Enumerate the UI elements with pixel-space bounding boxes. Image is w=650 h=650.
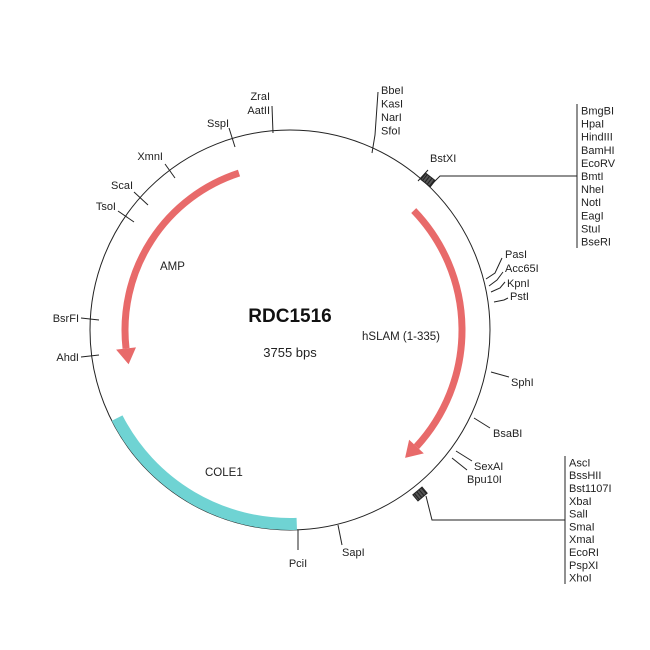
- site-tick-xmni: [164, 163, 176, 179]
- site-tick-bpu10i: [451, 457, 468, 471]
- site-label-sspi[interactable]: SspI: [207, 118, 229, 130]
- site-label-stui[interactable]: StuI: [581, 223, 601, 235]
- site-label-bpu10i[interactable]: Bpu10I: [467, 474, 502, 486]
- site-label-bsabi[interactable]: BsaBI: [493, 428, 522, 440]
- site-label-pasi[interactable]: PasI: [505, 249, 527, 261]
- site-label-scai[interactable]: ScaI: [111, 180, 133, 192]
- site-label-kpni[interactable]: KpnI: [507, 278, 530, 290]
- mcs_cluster_2-leader: [425, 495, 565, 521]
- site-label-bmti[interactable]: BmtI: [581, 171, 604, 183]
- site-label-hindiii[interactable]: HindIII: [581, 132, 613, 144]
- site-label-bstxi[interactable]: BstXI: [430, 153, 456, 165]
- site-label-aatii[interactable]: AatII: [247, 105, 270, 117]
- amp-arrow: [121, 169, 241, 349]
- site-label-pspxi[interactable]: PspXI: [569, 560, 598, 572]
- site-tick-pasi: [485, 257, 503, 280]
- site-label-sphi[interactable]: SphI: [511, 377, 534, 389]
- plasmid-name: RDC1516: [248, 306, 331, 327]
- site-label-sali[interactable]: SalI: [569, 509, 588, 521]
- site-label-xmai[interactable]: XmaI: [569, 534, 595, 546]
- site-tick-ahdi: [80, 354, 100, 358]
- site-label-sfoi[interactable]: SfoI: [381, 126, 401, 138]
- mcs_cluster_1-marker: [420, 172, 436, 188]
- site-label-kasi[interactable]: KasI: [381, 99, 403, 111]
- site-tick-kpni: [490, 281, 506, 293]
- feature-label-cole1: COLE1: [205, 467, 243, 479]
- site-tick-acc65i: [488, 271, 504, 287]
- mcs_cluster_2-marker: [412, 486, 428, 502]
- site-label-eagi[interactable]: EagI: [581, 210, 604, 222]
- hslam-arrow-head: [405, 439, 424, 458]
- site-label-bsrfi[interactable]: BsrFI: [53, 313, 79, 325]
- site-label-bsshii[interactable]: BssHII: [569, 470, 601, 482]
- site-tick-sexai: [455, 450, 473, 462]
- site-label-zrai[interactable]: ZraI: [250, 91, 270, 103]
- site-tick-sapi: [337, 524, 343, 546]
- site-label-bbei[interactable]: BbeI: [381, 85, 404, 97]
- hslam-arrow: [411, 208, 466, 449]
- site-label-sapi[interactable]: SapI: [342, 547, 365, 559]
- site-tick-group-top: [371, 91, 379, 154]
- site-label-nari[interactable]: NarI: [381, 112, 402, 124]
- plasmid-size: 3755 bps: [263, 345, 317, 360]
- site-tick-bstxi: [417, 169, 429, 182]
- feature-label-amp: AMP: [160, 261, 185, 273]
- site-label-tsoi[interactable]: TsoI: [96, 201, 116, 213]
- site-tick-sspi: [228, 127, 236, 148]
- mcs_cluster_1-leader: [433, 175, 577, 183]
- site-label-xhoi[interactable]: XhoI: [569, 573, 592, 585]
- amp-arrow-head: [116, 347, 136, 365]
- site-label-ahdi[interactable]: AhdI: [56, 352, 79, 364]
- site-tick-scai: [133, 191, 149, 206]
- site-label-xmni[interactable]: XmnI: [137, 151, 163, 163]
- site-tick-psti: [493, 297, 509, 303]
- feature-label-hslam: hSLAM (1-335): [362, 331, 440, 343]
- site-label-bseri[interactable]: BseRI: [581, 236, 611, 248]
- site-label-sexai[interactable]: SexAI: [474, 461, 503, 473]
- site-label-hpai[interactable]: HpaI: [581, 119, 604, 131]
- site-tick-tsoi: [117, 210, 135, 223]
- site-label-acc65i[interactable]: Acc65I: [505, 263, 539, 275]
- site-label-xbai[interactable]: XbaI: [569, 496, 592, 508]
- site-label-pcii[interactable]: PciI: [289, 558, 307, 570]
- site-label-psti[interactable]: PstI: [510, 291, 529, 303]
- cole1-band: [111, 415, 297, 530]
- site-label-asci[interactable]: AscI: [569, 457, 590, 469]
- site-label-ecori[interactable]: EcoRI: [569, 547, 599, 559]
- site-label-bmgbi[interactable]: BmgBI: [581, 106, 614, 118]
- site-label-bst1107i[interactable]: Bst1107I: [569, 483, 612, 495]
- site-label-noti[interactable]: NotI: [581, 197, 601, 209]
- site-tick-bsabi: [473, 417, 491, 429]
- site-tick-bsrfi: [80, 317, 100, 321]
- site-label-ecorv[interactable]: EcoRV: [581, 158, 616, 170]
- site-tick-sphi: [490, 371, 510, 378]
- site-label-smai[interactable]: SmaI: [569, 521, 595, 533]
- site-tick-aatii: [271, 105, 274, 134]
- site-label-bamhi[interactable]: BamHI: [581, 145, 615, 157]
- site-label-nhei[interactable]: NheI: [581, 184, 604, 196]
